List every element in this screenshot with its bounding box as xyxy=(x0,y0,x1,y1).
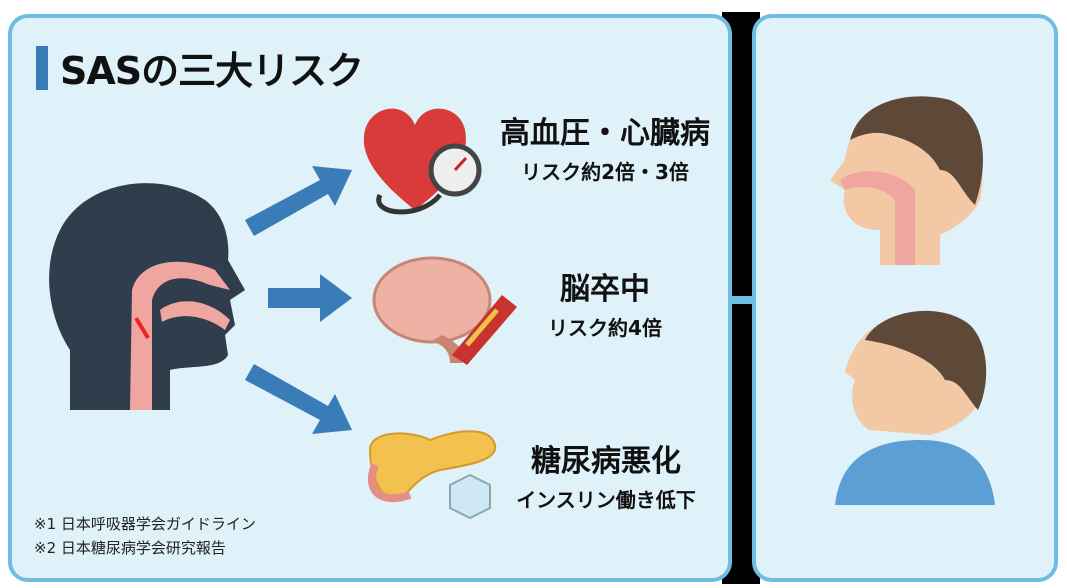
arrow-icon xyxy=(245,364,352,434)
insulin-cube-icon xyxy=(449,473,491,520)
head-airway-icon xyxy=(49,183,245,410)
risk-heart: 高血圧・心臓病 リスク約2倍・3倍 xyxy=(490,108,720,185)
arrow-icon xyxy=(245,166,352,236)
risk-detail: リスク約4倍 xyxy=(548,316,662,340)
footnotes: ※1 日本呼吸器学会ガイドライン ※2 日本糖尿病学会研究報告 xyxy=(34,512,256,560)
title-text: SASの三大リスク xyxy=(60,49,364,93)
pancreas-icon xyxy=(367,430,497,520)
risk-detail: インスリン働き低下 xyxy=(516,488,696,512)
person-profile-icon xyxy=(835,310,995,505)
person-airway-profile-icon xyxy=(830,96,983,265)
risk-detail: リスク約2倍・3倍 xyxy=(521,160,689,184)
footnote: ※2 日本糖尿病学会研究報告 xyxy=(34,539,226,557)
risk-stroke: 脳卒中 リスク約4倍 xyxy=(510,264,700,341)
risk-heading: 脳卒中 xyxy=(560,272,650,307)
page-title: SASの三大リスク xyxy=(36,40,364,95)
arrow-icon xyxy=(268,274,352,322)
risk-heading: 糖尿病悪化 xyxy=(531,444,681,479)
footnote: ※1 日本呼吸器学会ガイドライン xyxy=(34,515,256,533)
arrows xyxy=(245,166,352,434)
heart-blood-pressure-icon xyxy=(363,108,482,215)
panel-connector xyxy=(728,296,756,304)
risk-heading: 高血圧・心臓病 xyxy=(500,116,710,151)
title-accent-bar xyxy=(36,45,48,90)
risk-diabetes: 糖尿病悪化 インスリン働き低下 xyxy=(496,436,716,513)
brain-artery-icon xyxy=(372,256,517,365)
